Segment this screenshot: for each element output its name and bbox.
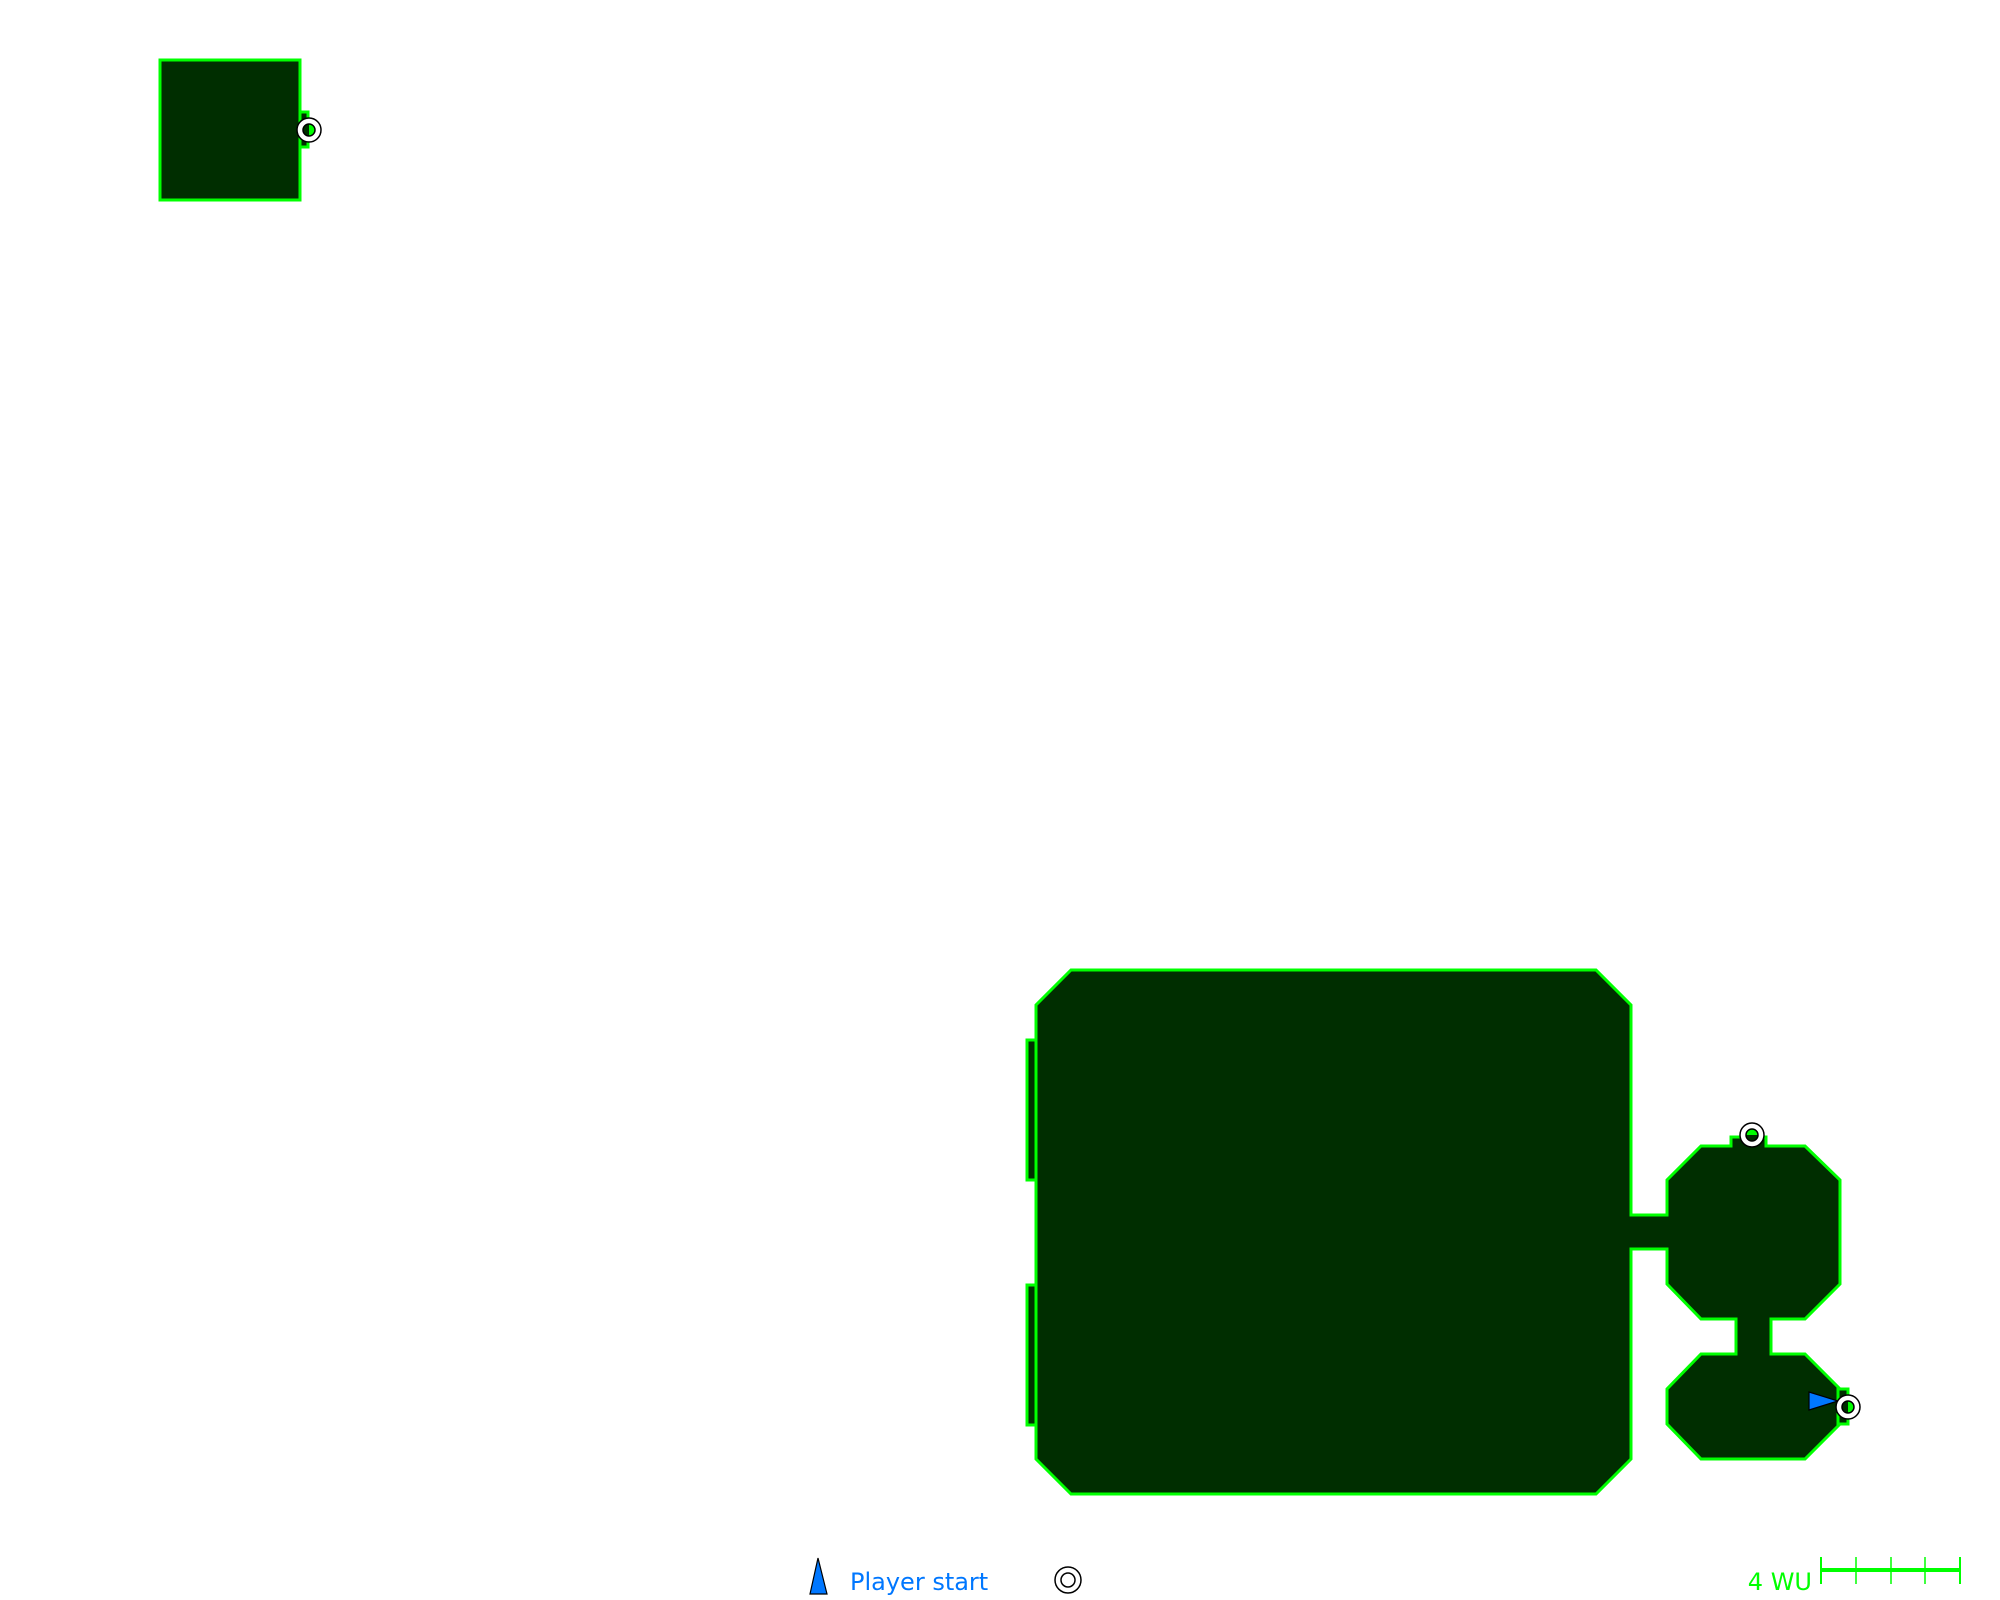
legend-player-label: Player start xyxy=(850,1568,988,1596)
scale-bar xyxy=(1820,1557,1961,1584)
waypoint-marker-icon[interactable] xyxy=(1739,1122,1765,1148)
player-start-icon[interactable] xyxy=(1808,1391,1841,1411)
room-floor xyxy=(1034,968,1842,1496)
scale-label: 4 WU xyxy=(1748,1568,1812,1596)
waypoint-ring-icon xyxy=(1054,1566,1082,1594)
waypoint-marker-icon[interactable] xyxy=(296,117,322,143)
room-floor xyxy=(158,58,302,202)
waypoint-marker-icon[interactable] xyxy=(1835,1394,1861,1420)
room-top-left xyxy=(158,58,322,202)
room-main xyxy=(1025,968,1842,1496)
player-start-legend-icon xyxy=(809,1557,828,1595)
